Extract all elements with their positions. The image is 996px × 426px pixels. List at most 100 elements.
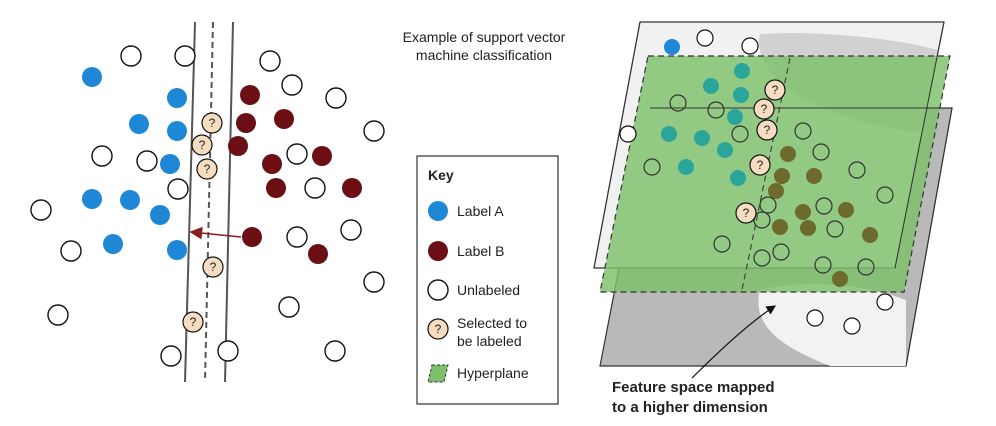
point-unlabeled — [857, 258, 875, 276]
svg-text:?: ? — [757, 158, 764, 172]
floor-plane-edge — [650, 107, 953, 367]
point-selected: ? — [756, 119, 778, 141]
point-unlabeled — [304, 177, 326, 199]
point-selected: ? — [182, 311, 204, 333]
point-unlabeled — [713, 235, 731, 253]
point-unlabeled — [286, 226, 308, 248]
point-label-b — [242, 227, 262, 247]
mapped-selected-points: ? ? ? ? ? — [735, 79, 786, 224]
point-unlabeled — [120, 45, 142, 67]
point-label-a — [167, 121, 187, 141]
svg-text:?: ? — [204, 162, 211, 176]
point-unlabeled — [806, 309, 824, 327]
legend-title: Key — [428, 167, 454, 183]
svg-text:?: ? — [772, 83, 779, 97]
point-label-b — [774, 168, 790, 184]
point-label-a — [661, 126, 677, 142]
point-label-a — [664, 39, 680, 55]
point-unlabeled — [217, 340, 239, 362]
support-vector-arrow — [189, 226, 242, 240]
svg-text:?: ? — [209, 116, 216, 130]
point-selected: ? — [202, 256, 224, 278]
point-label-a — [730, 170, 746, 186]
point-selected: ? — [764, 79, 786, 101]
point-unlabeled — [753, 249, 771, 267]
svg-text:?: ? — [199, 138, 206, 152]
legend-hyperplane: Hyperplane — [457, 365, 529, 381]
point-unlabeled — [286, 143, 308, 165]
point-unlabeled — [136, 150, 158, 172]
point-unlabeled — [324, 340, 346, 362]
point-unlabeled — [619, 125, 637, 143]
point-label-a — [167, 88, 187, 108]
left-selected-points: ? ? ? ? ? — [182, 112, 224, 333]
point-unlabeled — [814, 256, 832, 274]
point-unlabeled — [340, 219, 362, 241]
svg-text:?: ? — [190, 315, 197, 329]
point-unlabeled — [281, 74, 303, 96]
point-label-a — [734, 63, 750, 79]
title-line-2: machine classification — [415, 47, 553, 63]
point-unlabeled — [363, 120, 385, 142]
feature-space-caption: Feature space mapped to a higher dimensi… — [612, 378, 775, 418]
caption-arrow — [691, 305, 777, 379]
point-unlabeled — [759, 196, 777, 214]
point-label-b — [838, 202, 854, 218]
point-selected: ? — [201, 112, 223, 134]
legend-swatch-hyperplane — [427, 364, 449, 383]
upper-unlabeled-points — [619, 29, 759, 143]
point-unlabeled — [815, 197, 833, 215]
svg-text:?: ? — [743, 206, 750, 220]
point-unlabeled — [812, 143, 830, 161]
point-label-b — [832, 271, 848, 287]
point-label-b — [768, 183, 784, 199]
point-selected: ? — [753, 98, 775, 120]
left-label-a-points — [82, 67, 187, 260]
mapped-label-b-points — [768, 146, 878, 287]
point-label-b — [236, 113, 256, 133]
point-label-b — [228, 136, 248, 156]
point-label-b — [308, 244, 328, 264]
point-unlabeled — [30, 199, 52, 221]
legend-swatch-unlabeled — [427, 279, 449, 301]
legend-unlabeled: Unlabeled — [457, 282, 520, 298]
caption-line-1: Feature space mapped — [612, 379, 775, 396]
point-unlabeled — [741, 37, 759, 55]
point-label-b — [772, 219, 788, 235]
point-label-b — [274, 109, 294, 129]
point-label-a — [82, 67, 102, 87]
mapped-label-a-points — [661, 63, 750, 186]
point-label-b — [240, 85, 260, 105]
point-unlabeled — [669, 94, 687, 112]
diagram-title: Example of support vector machine classi… — [378, 28, 590, 64]
point-label-a — [733, 87, 749, 103]
legend-selected-line1: Selected to — [457, 315, 527, 331]
point-unlabeled — [696, 29, 714, 47]
point-label-a — [129, 114, 149, 134]
point-label-a — [703, 78, 719, 94]
point-unlabeled — [278, 296, 300, 318]
feature-space-3d: ? ? ? ? ? — [593, 21, 953, 379]
point-selected: ? — [749, 154, 771, 176]
point-label-a — [167, 240, 187, 260]
point-label-b — [800, 220, 816, 236]
legend-label-a: Label A — [457, 203, 504, 219]
point-label-a — [120, 190, 140, 210]
point-selected: ? — [191, 134, 213, 156]
point-unlabeled — [259, 50, 281, 72]
point-unlabeled — [772, 243, 790, 261]
legend-swatch-label-a — [428, 201, 448, 221]
point-selected: ? — [196, 158, 218, 180]
point-unlabeled — [363, 271, 385, 293]
floor-white-zone — [758, 284, 906, 366]
point-unlabeled — [643, 158, 661, 176]
point-unlabeled — [876, 186, 894, 204]
point-unlabeled — [167, 178, 189, 200]
point-label-b — [795, 204, 811, 220]
point-label-b — [862, 227, 878, 243]
point-label-a — [82, 189, 102, 209]
point-unlabeled — [91, 145, 113, 167]
legend-swatch-label-b — [428, 241, 448, 261]
left-unlabeled-points — [30, 45, 385, 367]
